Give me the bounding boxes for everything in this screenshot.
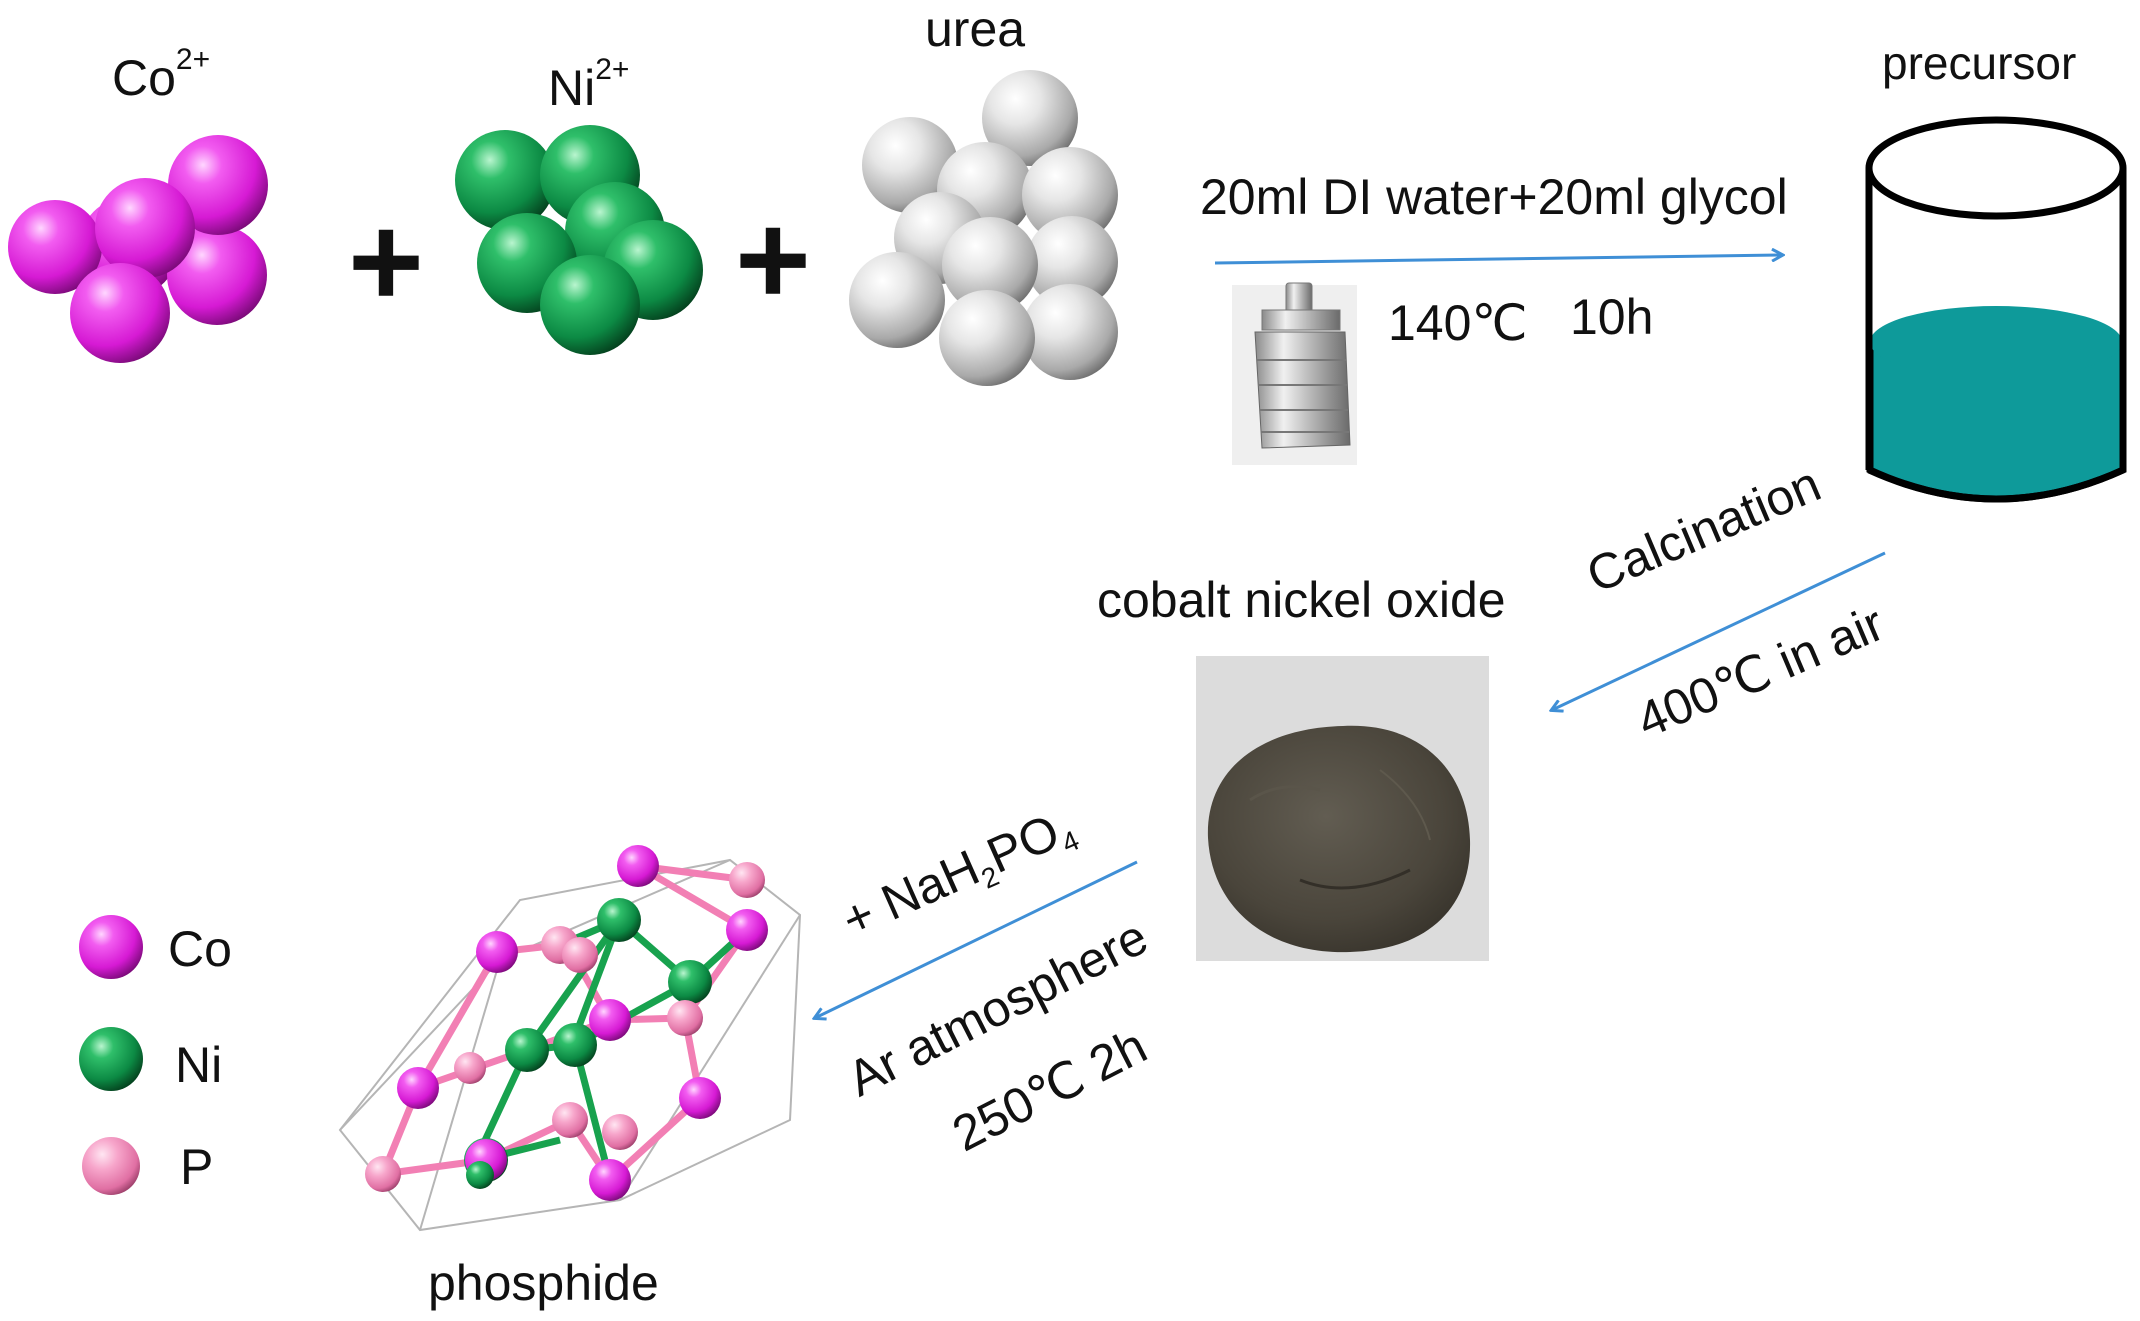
calcination-arrow: [1552, 551, 1886, 710]
precursor-beaker-icon: [1865, 116, 2127, 503]
cobalt-ion-charge: 2+: [175, 43, 211, 76]
legend-phosphorus-marker: [82, 1137, 140, 1195]
legend-cobalt-marker: [79, 915, 143, 979]
nickel-ion-label: Ni2+: [548, 53, 630, 116]
oxide-label: cobalt nickel oxide: [1097, 572, 1506, 628]
nickel-ion-charge: 2+: [595, 53, 630, 86]
legend-markers: [79, 915, 143, 1195]
cobalt-nickel-oxide-image: [1196, 656, 1489, 961]
autoclave-icon: [1232, 282, 1357, 465]
plus-sign-2: +: [735, 186, 811, 332]
legend-cobalt-label: Co: [168, 921, 232, 977]
urea-cluster: [849, 70, 1118, 386]
cobalt-ion-cluster: [8, 135, 268, 363]
hydrothermal-time-label: 10h: [1570, 289, 1654, 345]
nickel-ion-cluster: [455, 125, 703, 355]
plus-sign-1: +: [348, 188, 424, 334]
legend-nickel-marker: [79, 1027, 143, 1091]
cobalt-ion-label: Co2+: [112, 43, 211, 106]
precursor-label: precursor: [1882, 37, 2077, 89]
solvent-conditions-label: 20ml DI water+20ml glycol: [1200, 169, 1788, 225]
phosphide-label: phosphide: [428, 1255, 659, 1311]
hydrothermal-arrow: [1214, 255, 1782, 265]
legend-nickel-label: Ni: [175, 1037, 223, 1093]
phosphide-crystal-structure: [338, 845, 802, 1232]
legend-phosphorus-label: P: [180, 1139, 214, 1195]
hydrothermal-temperature-label: 140℃: [1388, 295, 1528, 351]
phosphidation-arrow: [815, 860, 1138, 1018]
urea-label: urea: [925, 1, 1026, 57]
